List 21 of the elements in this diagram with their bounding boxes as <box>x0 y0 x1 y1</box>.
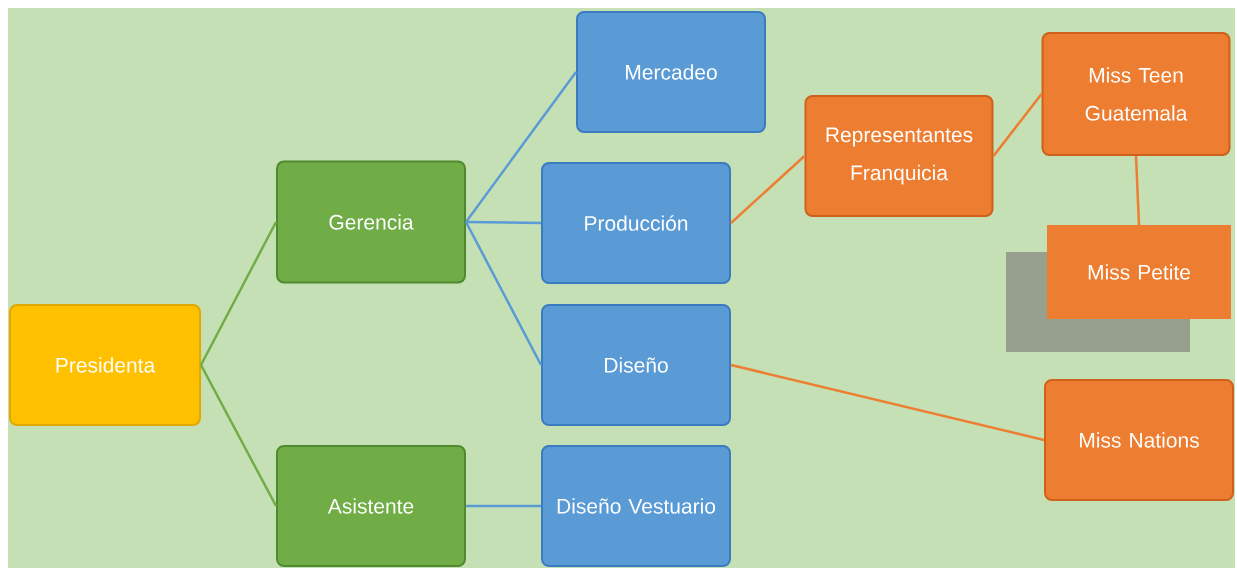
connector-line <box>992 93 1043 157</box>
org-box: Miss Nations <box>1044 379 1234 501</box>
org-box: Diseño Vestuario <box>541 445 731 567</box>
connector-line <box>466 504 541 508</box>
org-box: Gerencia <box>276 160 466 284</box>
org-box: Presidenta <box>9 304 201 426</box>
connector-line <box>1134 155 1141 226</box>
connector-line <box>466 220 542 225</box>
org-box: Representantes Franquicia <box>804 95 994 217</box>
org-box: Mercadeo <box>576 11 766 133</box>
connector-line <box>465 71 577 223</box>
org-box: Producción <box>541 162 731 284</box>
org-box: Diseño <box>541 304 731 426</box>
connector-line <box>464 221 543 366</box>
org-box: Miss Petite <box>1006 225 1231 352</box>
org-box: Miss Teen Guatemala <box>1041 32 1231 156</box>
org-box: Asistente <box>276 445 466 567</box>
connector-line <box>199 364 278 507</box>
connector-line <box>730 363 1045 442</box>
connector-line <box>730 155 806 224</box>
connector-line <box>199 221 278 366</box>
